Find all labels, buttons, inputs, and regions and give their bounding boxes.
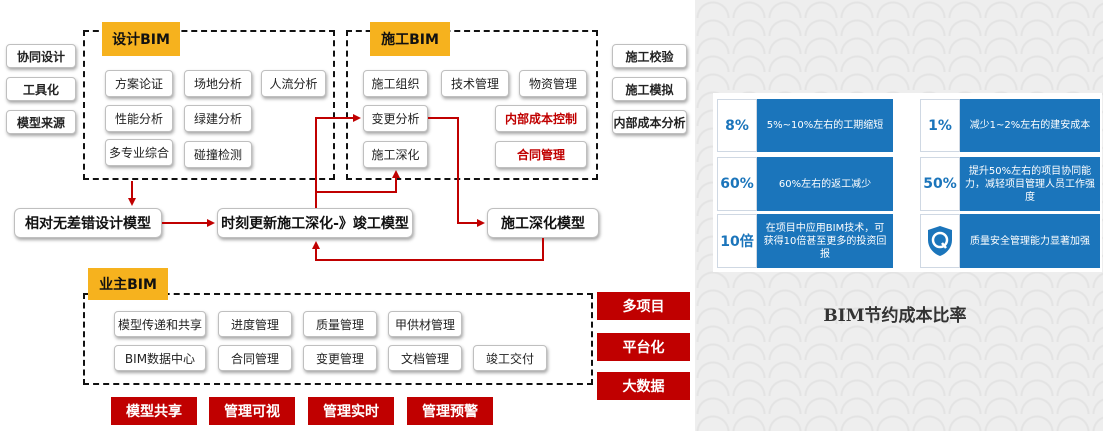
owner-item: 质量管理 bbox=[303, 311, 377, 337]
owner-item: 竣工交付 bbox=[473, 345, 547, 371]
construction-item: 施工深化 bbox=[363, 141, 428, 168]
arrow-c-to-b bbox=[312, 238, 544, 261]
saving-card: 质量安全管理能力显著加强 bbox=[920, 214, 1100, 268]
design-model-box: 相对无差错设计模型 bbox=[14, 208, 162, 238]
saving-text: 质量安全管理能力显著加强 bbox=[960, 214, 1100, 268]
design-item: 性能分析 bbox=[105, 105, 173, 132]
design-item: 场地分析 bbox=[184, 70, 252, 97]
right-side-label: 施工模拟 bbox=[612, 77, 687, 101]
left-side-label: 模型来源 bbox=[6, 110, 76, 134]
side-tag: 多项目 bbox=[597, 292, 690, 320]
owner-item: 进度管理 bbox=[218, 311, 292, 337]
left-side-label: 协同设计 bbox=[6, 44, 76, 68]
owner-item: 合同管理 bbox=[218, 345, 292, 371]
construction-bim-group bbox=[346, 30, 598, 180]
construction-item: 施工组织 bbox=[363, 70, 428, 97]
saving-value: 60% bbox=[717, 157, 757, 211]
saving-text: 减少1~2%左右的建安成本 bbox=[960, 99, 1100, 152]
design-bim-group bbox=[83, 30, 335, 180]
construction-item: 物资管理 bbox=[519, 70, 587, 97]
right-side-label: 施工校验 bbox=[612, 44, 687, 68]
design-item: 多专业综合 bbox=[105, 139, 173, 166]
owner-item: 甲供材管理 bbox=[388, 311, 462, 337]
quality-shield-icon bbox=[920, 214, 960, 268]
construction-bim-title: 施工BIM bbox=[370, 22, 450, 56]
saving-text: 在项目中应用BIM技术，可获得10倍甚至更多的投资回报 bbox=[757, 214, 893, 268]
arrow-b-to-deepen bbox=[316, 170, 400, 193]
savings-title: BIM节约成本比率 bbox=[823, 306, 967, 326]
construction-red-item: 合同管理 bbox=[495, 141, 587, 168]
left-side-label: 工具化 bbox=[6, 77, 76, 101]
arrow-b-to-change bbox=[315, 114, 361, 208]
saving-text: 5%~10%左右的工期缩短 bbox=[757, 99, 893, 152]
right-side-label: 内部成本分析 bbox=[612, 110, 687, 134]
construction-item: 变更分析 bbox=[363, 105, 428, 132]
saving-value: 1% bbox=[920, 99, 960, 152]
owner-item: 模型传递和共享 bbox=[114, 311, 206, 337]
construction-item: 技术管理 bbox=[441, 70, 509, 97]
bottom-tag: 模型共享 bbox=[111, 397, 197, 425]
saving-value: 8% bbox=[717, 99, 757, 152]
saving-card: 1% 减少1~2%左右的建安成本 bbox=[920, 99, 1100, 152]
shield-q-icon bbox=[928, 226, 952, 256]
owner-bim-title: 业主BIM bbox=[88, 268, 168, 300]
bottom-tag: 管理可视 bbox=[209, 397, 295, 425]
bottom-tag: 管理预警 bbox=[407, 397, 493, 425]
saving-card: 10倍 在项目中应用BIM技术，可获得10倍甚至更多的投资回报 bbox=[717, 214, 893, 268]
saving-value: 50% bbox=[920, 157, 960, 211]
owner-item: BIM数据中心 bbox=[114, 345, 206, 371]
construction-model-box: 施工深化模型 bbox=[487, 208, 599, 238]
bottom-tag: 管理实时 bbox=[308, 397, 394, 425]
updated-model-box: 时刻更新施工深化-》竣工模型 bbox=[217, 208, 413, 238]
design-item: 绿建分析 bbox=[184, 105, 252, 132]
owner-bim-group bbox=[83, 293, 593, 385]
saving-card: 60% 60%左右的返工减少 bbox=[717, 157, 893, 211]
saving-text: 提升50%左右的项目协同能力，减轻项目管理人员工作强度 bbox=[960, 157, 1100, 211]
side-tag: 大数据 bbox=[597, 372, 690, 400]
design-item: 方案论证 bbox=[105, 70, 173, 97]
saving-card: 8% 5%~10%左右的工期缩短 bbox=[717, 99, 893, 152]
owner-item: 变更管理 bbox=[303, 345, 377, 371]
owner-item: 文档管理 bbox=[388, 345, 462, 371]
design-item: 碰撞检测 bbox=[184, 141, 252, 168]
saving-text: 60%左右的返工减少 bbox=[757, 157, 893, 211]
saving-value: 10倍 bbox=[717, 214, 757, 268]
construction-red-item: 内部成本控制 bbox=[495, 105, 587, 132]
saving-card: 50% 提升50%左右的项目协同能力，减轻项目管理人员工作强度 bbox=[920, 157, 1100, 211]
arrow-change-to-c bbox=[428, 117, 485, 227]
flow-arrows bbox=[128, 114, 544, 261]
side-tag: 平台化 bbox=[597, 333, 690, 361]
design-item: 人流分析 bbox=[261, 70, 326, 97]
design-bim-title: 设计BIM bbox=[102, 22, 180, 56]
